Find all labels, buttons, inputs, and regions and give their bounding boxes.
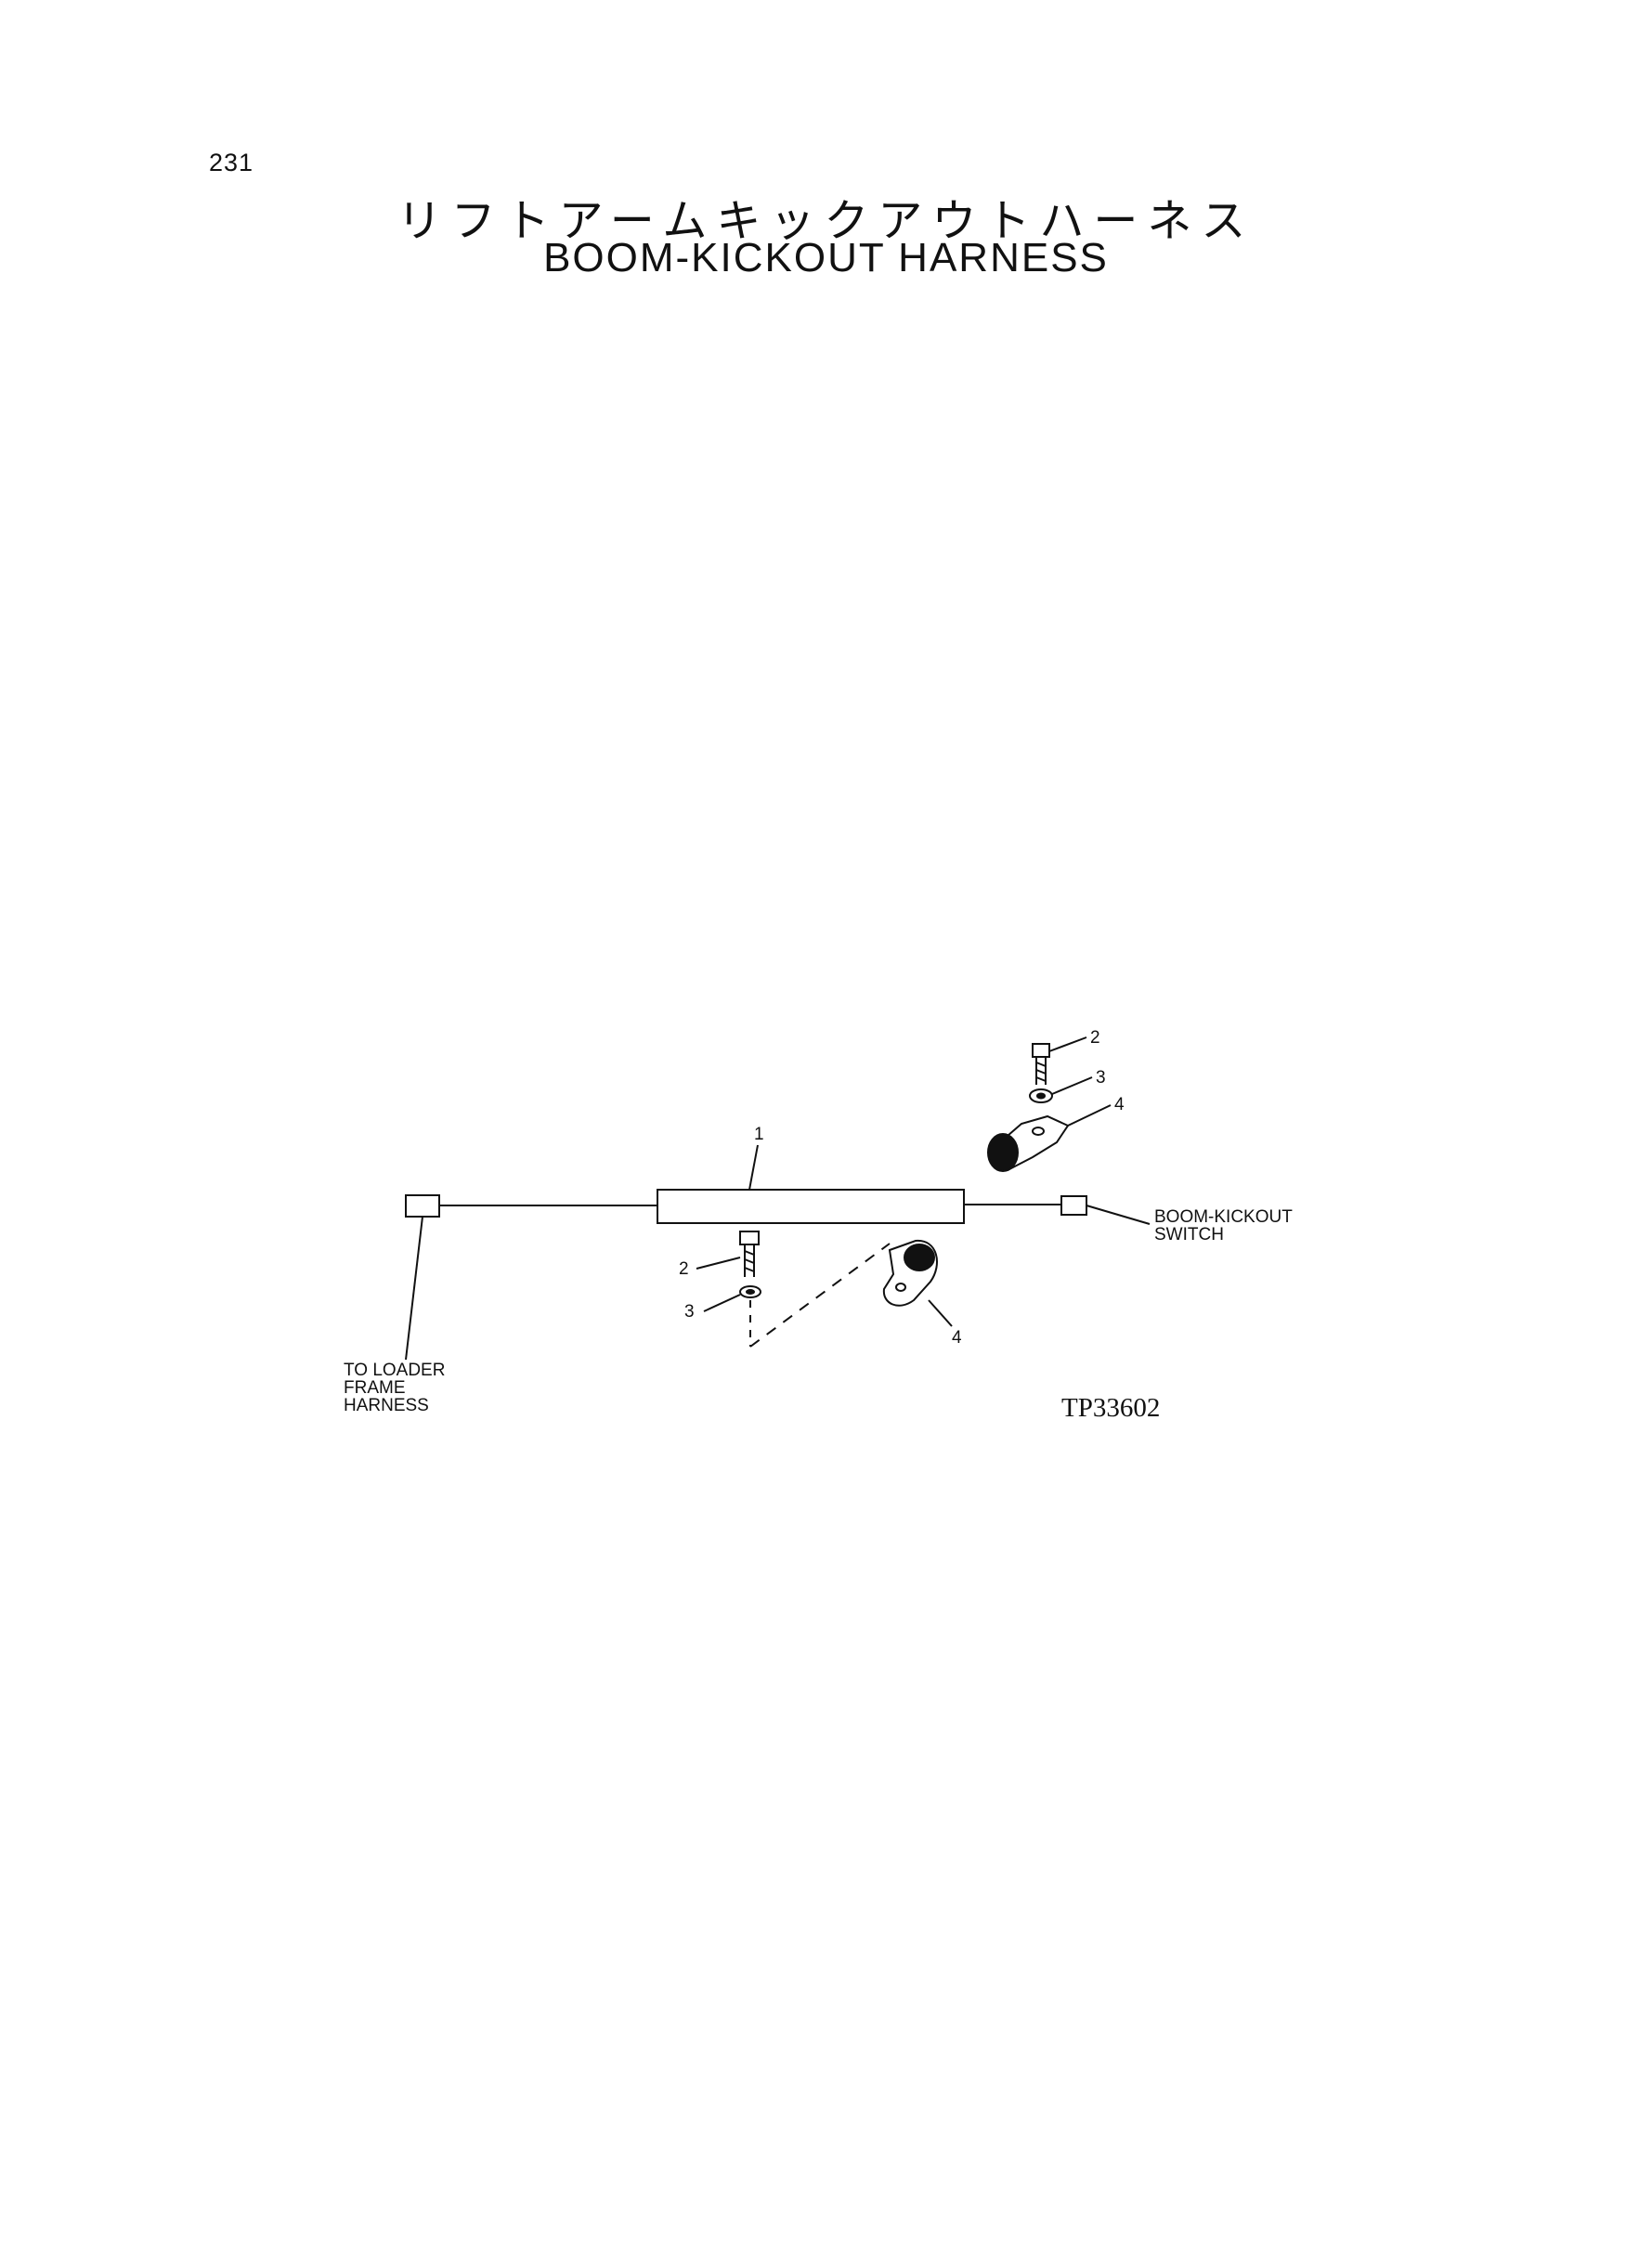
callout-3-lower: 3 <box>684 1302 695 1322</box>
page-number: 231 <box>209 149 254 176</box>
washer-upper <box>1029 1088 1053 1103</box>
callout-4-upper: 4 <box>1114 1095 1125 1114</box>
alignment-dashed-diagonal <box>749 1243 891 1348</box>
washer-lower <box>739 1285 761 1298</box>
loader-label-line2: FRAME <box>344 1378 406 1398</box>
page-title-english: BOOM-KICKOUT HARNESS <box>543 235 1109 280</box>
bolt-lower <box>739 1231 760 1277</box>
switch-leader <box>1086 1205 1151 1225</box>
callout-2-upper: 2 <box>1090 1028 1100 1048</box>
loader-label-line1: TO LOADER <box>344 1361 445 1380</box>
loader-connector <box>405 1194 440 1218</box>
switch-connector <box>1060 1195 1087 1216</box>
harness-sleeve <box>657 1189 965 1224</box>
switch-label-line2: SWITCH <box>1154 1225 1224 1244</box>
loader-label-line3: HARNESS <box>344 1396 429 1415</box>
callout-1-leader <box>748 1144 759 1191</box>
loader-leader <box>405 1216 423 1361</box>
switch-label-line1: BOOM-KICKOUT <box>1154 1207 1293 1227</box>
clamp-lower <box>882 1239 938 1307</box>
page-title-japanese: リフトアームキックアウトハーネス <box>397 195 1255 247</box>
clamp-upper <box>987 1114 1070 1172</box>
callout-1: 1 <box>754 1125 764 1144</box>
callout-3-upper: 3 <box>1096 1068 1106 1088</box>
callout-4-lower: 4 <box>952 1328 962 1348</box>
bolt-upper <box>1032 1043 1050 1085</box>
figure-reference-code: TP33602 <box>1061 1393 1160 1423</box>
callout-2-lower: 2 <box>679 1259 689 1279</box>
